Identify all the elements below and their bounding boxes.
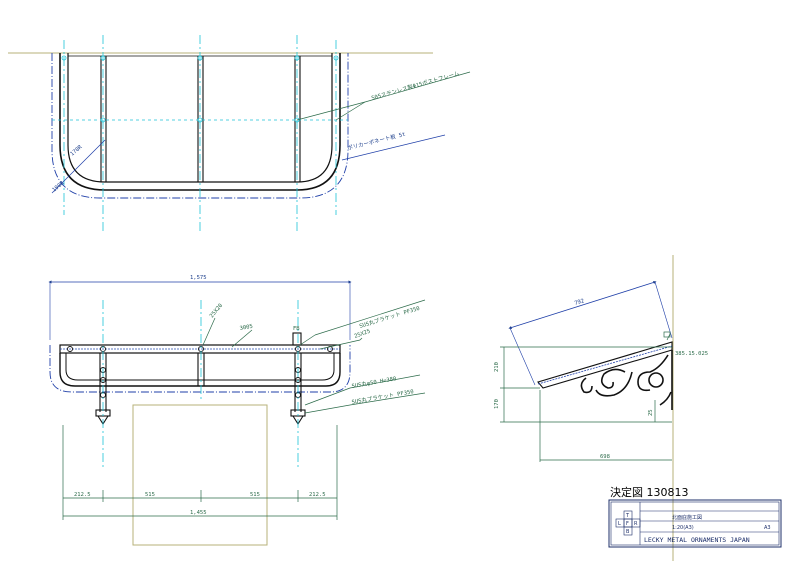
top-radius-label: 170R — [69, 144, 84, 158]
front-canopy-outline — [49, 345, 351, 393]
top-leaders — [51, 71, 471, 194]
side-dim-angle: 385.15.025 — [675, 351, 708, 357]
top-label-panel: ポリカーボネート板 5t — [347, 130, 407, 152]
top-centerlines — [52, 35, 348, 232]
front-label-fb: FB — [293, 326, 300, 332]
side-dim-lower: 170 — [494, 399, 500, 409]
front-frame — [59, 353, 341, 387]
top-view: 505ステンレス製Φ15ポストフレーム ポリカーボネート板 5t 170R 19… — [8, 35, 471, 232]
front-centerlines — [102, 300, 299, 470]
grid-letter-l: L — [618, 521, 621, 527]
front-view: 1,575 — [48, 275, 426, 546]
frame-outer-top — [59, 53, 341, 191]
side-bracket-scroll — [580, 350, 673, 410]
canopy-outline-top — [51, 53, 349, 199]
front-post-rings — [67, 346, 333, 398]
front-opening — [132, 404, 268, 546]
title-row-2-right: A3 — [764, 525, 771, 531]
title-grid — [615, 510, 641, 536]
frame-inner-top — [67, 53, 333, 183]
title-block: 決定図 130813 T L F R B 北面庇施工図 1:20(A3) A3 … — [608, 485, 782, 548]
grid-letter-b: B — [626, 529, 630, 535]
front-posts — [95, 332, 306, 426]
front-overall-width: 1,575 — [190, 275, 207, 281]
title-company: LECKY METAL ORNAMENTS JAPAN — [644, 536, 750, 544]
front-label-25x20: 25X20 — [209, 303, 224, 320]
side-dim-upper: 210 — [494, 362, 500, 372]
front-label-3005: 3005 — [239, 324, 253, 332]
front-bottom-dims — [62, 425, 338, 520]
front-label-bracket-a: SUS丸ブラケット PF350 — [358, 304, 420, 330]
title-row-2: 1:20(A3) — [672, 525, 694, 531]
front-dim-left: 212.5 — [74, 492, 91, 498]
side-height-dims — [500, 346, 672, 462]
front-label-bracket-c: SUS丸ブラケット PF350 — [351, 387, 414, 406]
front-label-25x25: 25X25 — [354, 329, 372, 340]
grid-letter-f: F — [626, 521, 629, 527]
grid-letter-r: R — [634, 521, 638, 527]
front-label-bracket-b: SUS丸φ50 H=380 — [351, 374, 397, 390]
side-dim-small: 25 — [648, 409, 654, 416]
top-rafters — [100, 56, 301, 182]
front-dim-mid-right: 515 — [250, 492, 260, 498]
top-label-frame: 505ステンレス製Φ15ポストフレーム — [370, 69, 460, 102]
front-dim-right: 212.5 — [309, 492, 326, 498]
title-heading: 決定図 130813 — [610, 485, 689, 499]
top-bolt-marks — [61, 55, 339, 123]
title-row-1: 北面庇施工図 — [672, 514, 702, 521]
front-inner-width: 1,455 — [190, 510, 207, 516]
side-dim-depth: 698 — [600, 454, 610, 460]
front-dim-mid-left: 515 — [145, 492, 155, 498]
side-view: 792 210 170 698 385.15.025 25 — [494, 255, 708, 561]
grid-letter-t: T — [625, 513, 630, 519]
side-slope-length: 792 — [574, 298, 585, 307]
front-leaders — [202, 299, 426, 414]
